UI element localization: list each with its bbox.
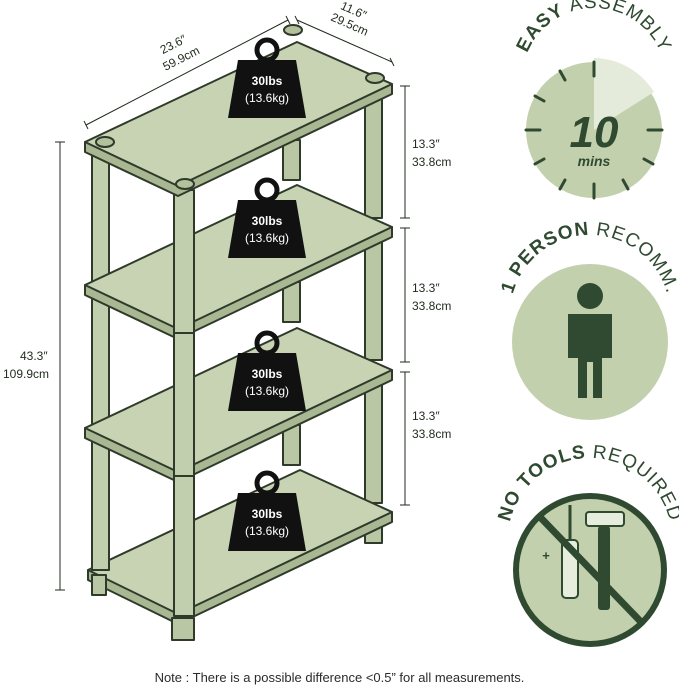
easy-assembly-badge: EASYASSEMBLY 10 mins xyxy=(513,0,676,200)
load-lbs: 30lbs xyxy=(252,214,283,228)
post-cap xyxy=(365,72,385,84)
prohibition-slash xyxy=(537,514,645,626)
post-cap xyxy=(175,178,195,190)
measurement-note: Note : There is a possible difference <0… xyxy=(154,670,525,685)
back-right-post xyxy=(364,239,383,361)
clock-sector xyxy=(594,58,654,130)
height-cm: 109.9cm xyxy=(3,367,49,381)
shelf-gap-cm: 33.8cm xyxy=(412,299,451,313)
assembly-unit: mins xyxy=(578,153,611,169)
badge-easy-rest: ASSEMBLY xyxy=(567,0,675,55)
back-right-post xyxy=(364,97,383,219)
no-tools-badge: NO TOOLSREQUIRED + xyxy=(494,442,679,647)
load-lbs: 30lbs xyxy=(252,367,283,381)
load-kg: (13.6kg) xyxy=(245,231,289,245)
front-right-post xyxy=(173,475,195,617)
foot xyxy=(91,574,107,596)
shelf-gap-cm: 33.8cm xyxy=(412,427,451,441)
weight-icon: 30lbs (13.6kg) xyxy=(228,177,306,258)
shelf-gap-inches: 13.3″ xyxy=(412,137,440,151)
load-lbs: 30lbs xyxy=(252,507,283,521)
load-lbs: 30lbs xyxy=(252,74,283,88)
post-cap xyxy=(283,24,303,36)
shelf-gap-cm: 33.8cm xyxy=(412,155,451,169)
clock-ticks xyxy=(524,60,664,200)
front-left-post xyxy=(91,154,110,286)
assembly-minutes: 10 xyxy=(570,108,619,157)
weight-icon: 30lbs (13.6kg) xyxy=(228,37,306,118)
weight-icon: 30lbs (13.6kg) xyxy=(228,330,306,411)
load-kg: (13.6kg) xyxy=(245,524,289,538)
shelf-gap-inches: 13.3″ xyxy=(412,281,440,295)
person-icon xyxy=(568,283,612,398)
back-right-post xyxy=(364,382,383,504)
height-inches: 43.3″ xyxy=(20,349,48,363)
plus-icon: + xyxy=(542,548,550,563)
front-left-post xyxy=(91,297,110,429)
load-kg: (13.6kg) xyxy=(245,91,289,105)
front-right-post xyxy=(173,189,195,336)
post-cap xyxy=(95,136,115,148)
weight-icons: 30lbs (13.6kg) 30lbs (13.6kg) 30lbs (13.… xyxy=(228,37,306,551)
badge-easy-bold: EASY xyxy=(513,0,568,55)
load-kg: (13.6kg) xyxy=(245,384,289,398)
foot xyxy=(171,617,195,641)
front-left-post xyxy=(91,439,110,571)
dimension-lines xyxy=(55,15,410,591)
svg-text:EASYASSEMBLY: EASYASSEMBLY xyxy=(513,0,676,55)
front-right-post xyxy=(173,332,195,479)
shelf-gap-inches: 13.3″ xyxy=(412,409,440,423)
dimension-labels: 23.6″ 59.9cm 11.6″ 29.5cm 43.3″ 109.9cm … xyxy=(3,0,451,441)
back-post-top xyxy=(282,139,301,181)
weight-icon: 30lbs (13.6kg) xyxy=(228,470,306,551)
